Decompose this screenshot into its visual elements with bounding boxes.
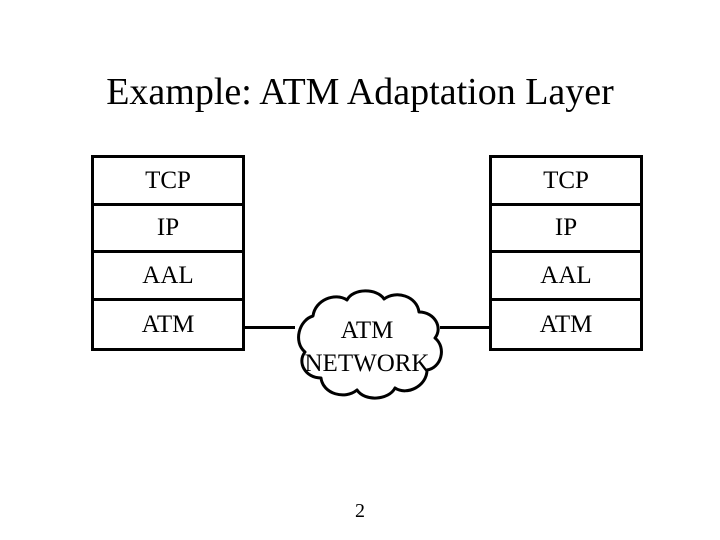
- stack-layer-label: IP: [554, 214, 578, 242]
- stack-layer-label: TCP: [145, 166, 191, 194]
- atm-network-cloud: ATM NETWORK: [277, 286, 457, 406]
- stack-layer-atm-right: ATM: [492, 301, 640, 349]
- link-left-stack-to-cloud: [243, 326, 295, 329]
- stack-layer-aal-left: AAL: [94, 253, 242, 301]
- stack-layer-label: AAL: [142, 261, 194, 289]
- stack-layer-label: ATM: [141, 310, 195, 338]
- stack-layer-atm-left: ATM: [94, 301, 242, 349]
- stack-layer-ip-left: IP: [94, 206, 242, 253]
- host-right-protocol-stack: TCP IP AAL ATM: [489, 155, 643, 351]
- cloud-shape-icon: [297, 289, 443, 400]
- page-number: 2: [355, 500, 365, 522]
- stack-layer-tcp-left: TCP: [94, 158, 242, 206]
- stack-layer-label: ATM: [539, 310, 593, 338]
- stack-layer-tcp-right: TCP: [492, 158, 640, 206]
- stack-layer-label: AAL: [540, 261, 592, 289]
- host-left-protocol-stack: TCP IP AAL ATM: [91, 155, 245, 351]
- stack-layer-ip-right: IP: [492, 206, 640, 253]
- stack-layer-label: TCP: [543, 166, 589, 194]
- stack-layer-aal-right: AAL: [492, 253, 640, 301]
- page-title: Example: ATM Adaptation Layer: [106, 71, 614, 113]
- stack-layer-label: IP: [156, 214, 180, 242]
- link-cloud-to-right-stack: [440, 326, 492, 329]
